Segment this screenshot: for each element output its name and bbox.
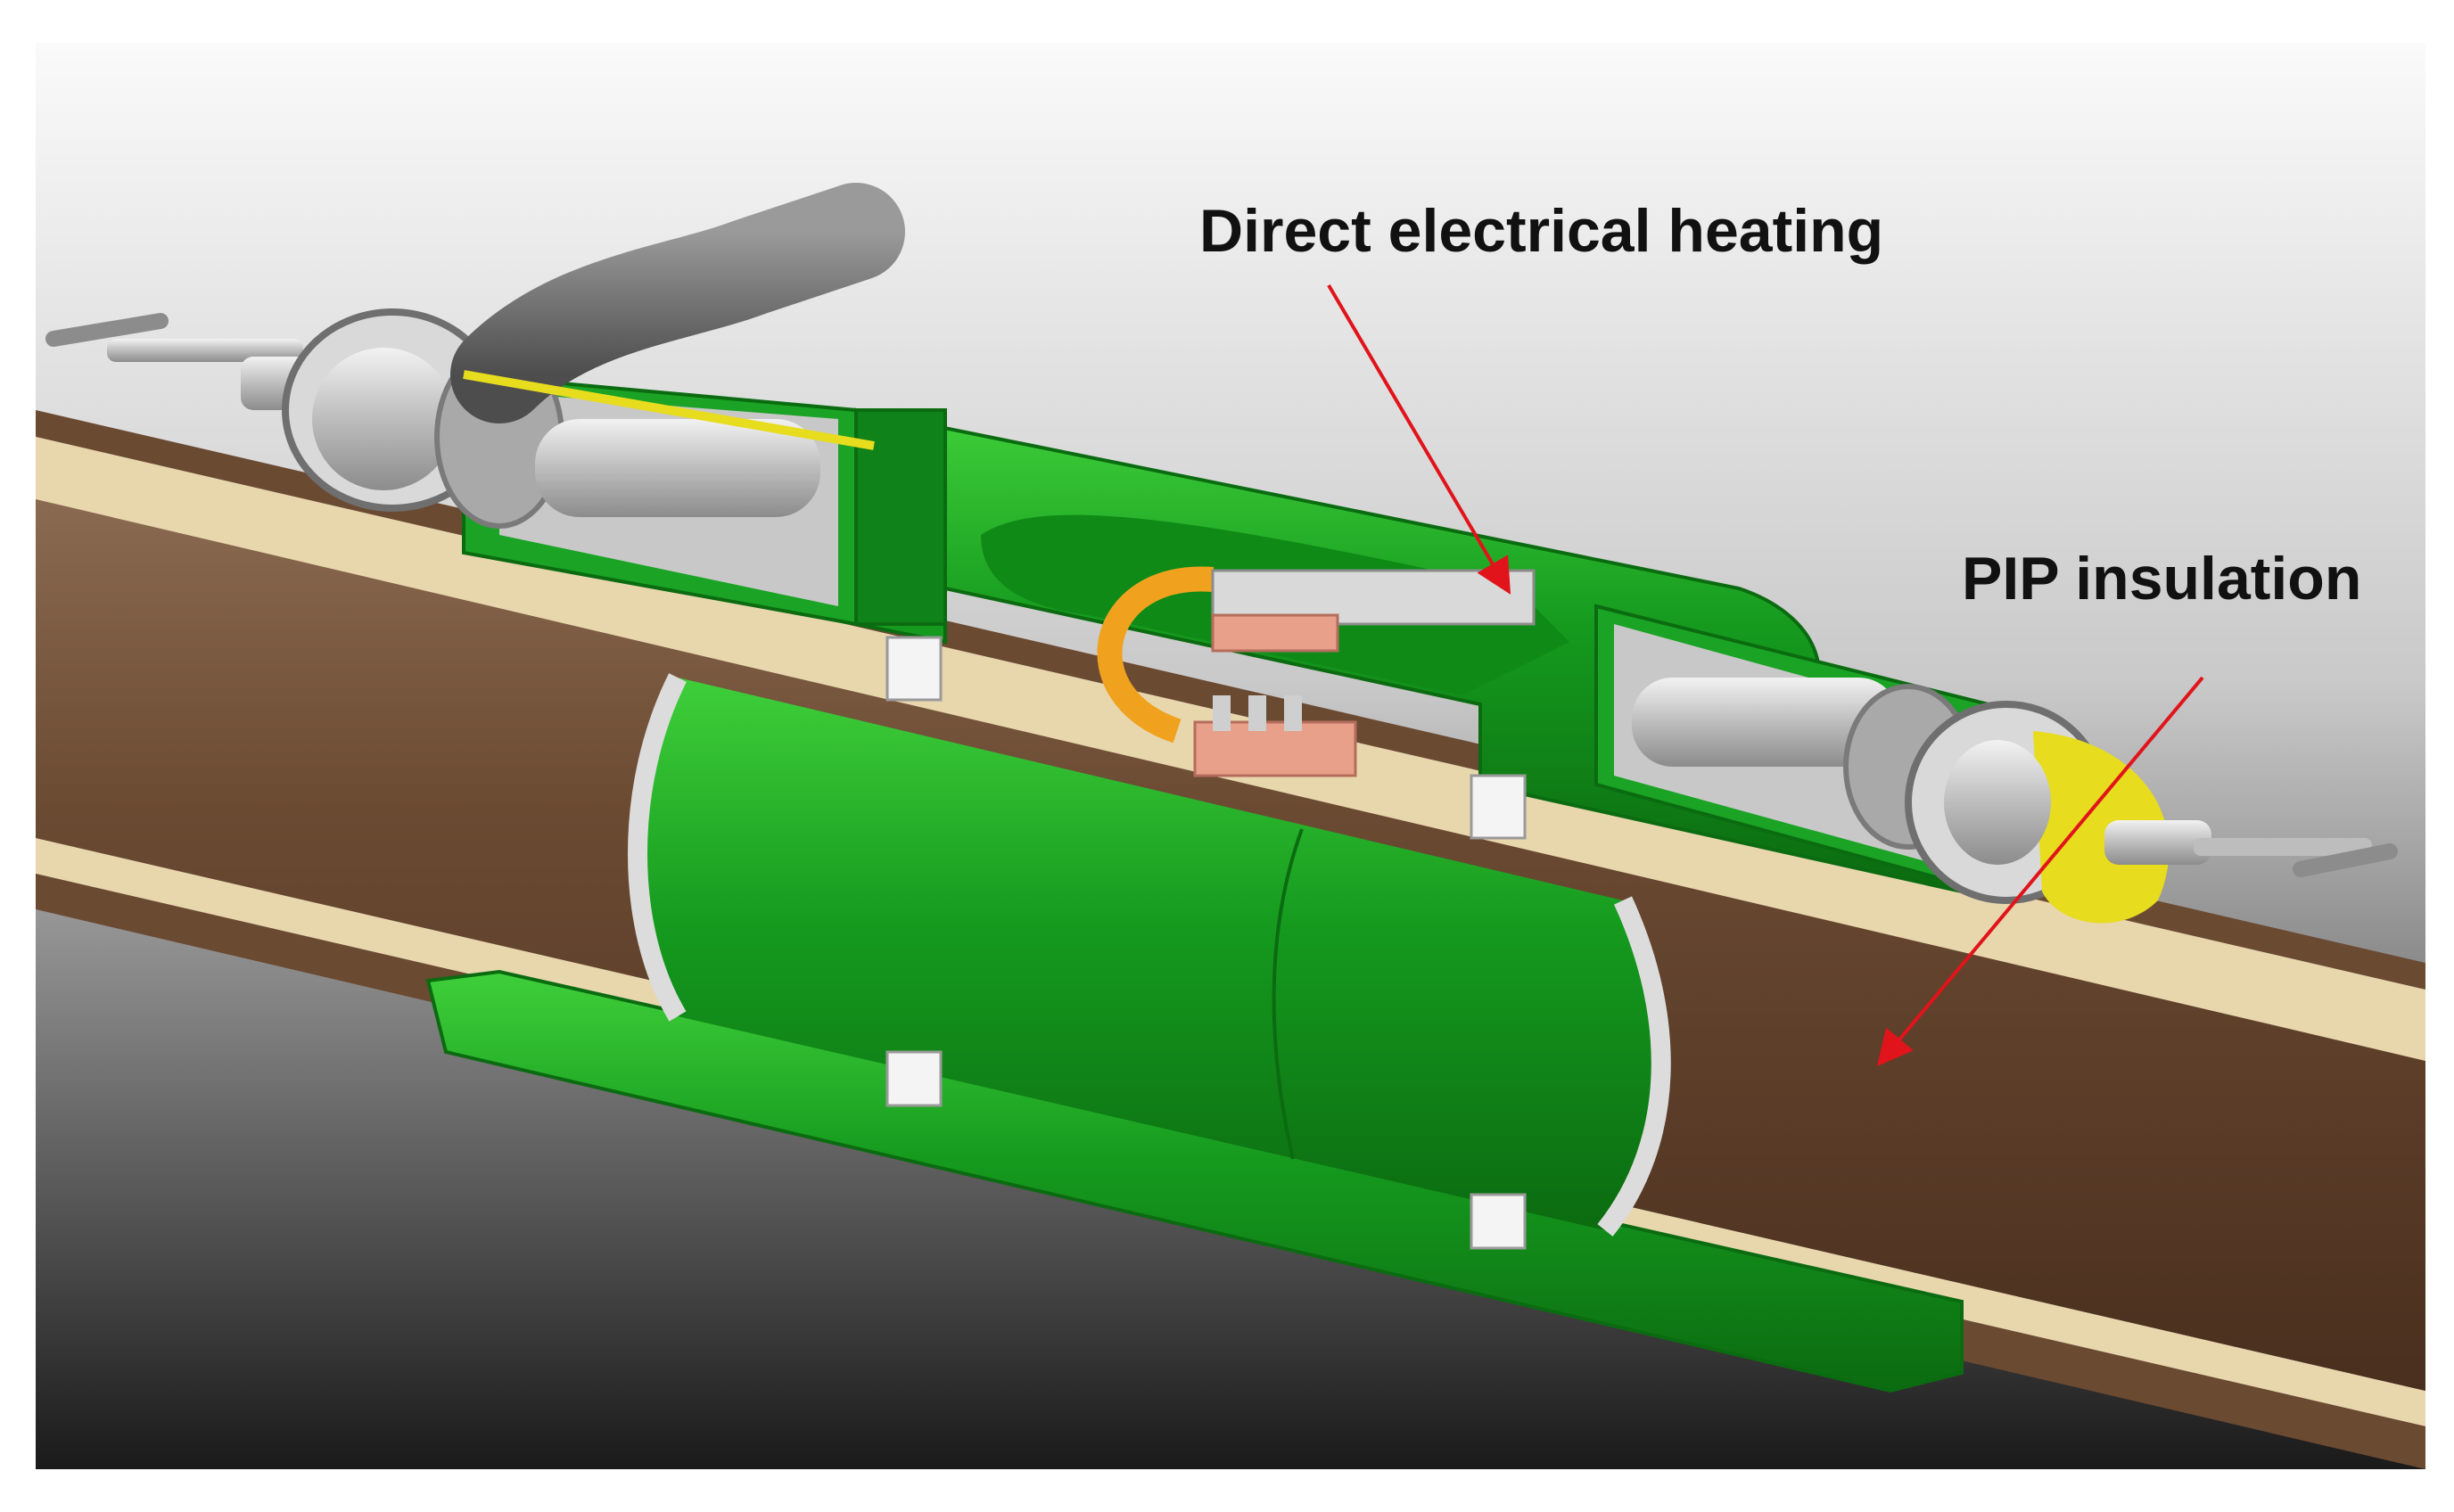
left-connector	[45, 183, 905, 529]
label-pip-insulation: PIP insulation	[1962, 545, 2361, 612]
green-sleeve	[628, 673, 1671, 1237]
housing-lower-shell	[425, 969, 1964, 1393]
right-connector	[1632, 678, 2398, 924]
spacer-blocks	[885, 636, 1527, 1250]
pip-insulation-arrow	[1876, 676, 2204, 1067]
direct-heating-arrow	[1327, 284, 1511, 595]
label-direct-electrical-heating: Direct electrical heating	[1199, 197, 1883, 265]
busbar-assembly	[1097, 566, 1536, 777]
